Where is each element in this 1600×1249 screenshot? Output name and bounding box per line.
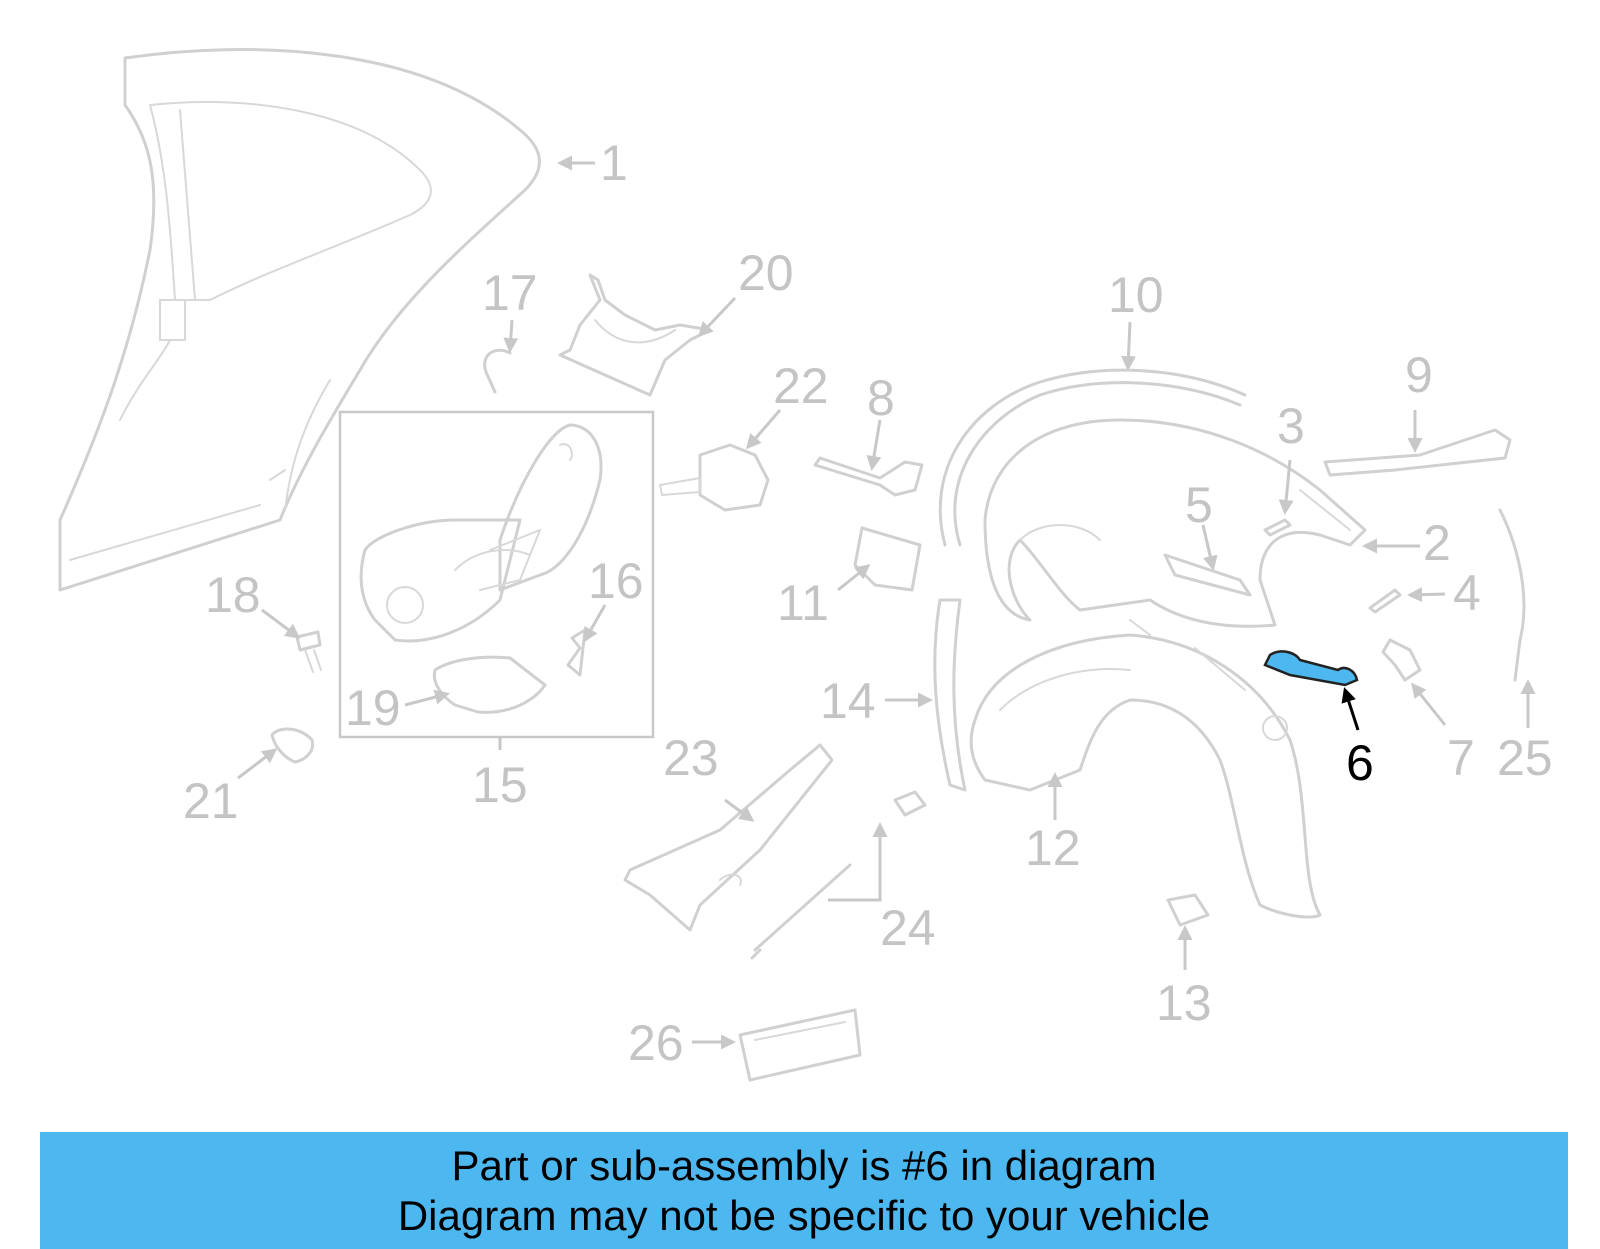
actuator-part-22: [659, 443, 770, 512]
extension-part-9: [1323, 428, 1512, 477]
callout-3: 3: [1277, 398, 1305, 454]
highlighted-part-6: [1263, 650, 1359, 687]
parts-diagram: 1 2 3 4 5 6 7 8 9 10 11 12 13 14 15 16 1…: [58, 48, 1553, 1082]
wheel-molding-part-10: [938, 368, 1247, 547]
fuel-door-part-19: [432, 655, 547, 714]
banner-line-disclaimer: Diagram may not be specific to your vehi…: [397, 1191, 1211, 1239]
callout-9: 9: [1405, 347, 1433, 403]
callout-10: 10: [1108, 267, 1164, 323]
callout-11: 11: [777, 575, 829, 631]
callout-22: 22: [773, 358, 829, 414]
callout-labels: 1 2 3 4 5 6 7 8 9 10 11 12 13 14 15 16 1…: [183, 135, 1553, 1071]
spring-part-16: [566, 628, 587, 677]
wheelhouse-liner-part-12: [969, 619, 1322, 919]
molding-part-14: [933, 598, 967, 792]
callout-7: 7: [1447, 730, 1475, 786]
clip-part-13: [1166, 893, 1210, 927]
bracket-part-5: [1163, 553, 1252, 597]
lamp-part-26: [738, 1008, 862, 1082]
callout-16: 16: [588, 553, 644, 609]
callout-12: 12: [1025, 820, 1081, 876]
clip-part-4: [1368, 588, 1402, 614]
socket-part-24: [750, 790, 927, 960]
callout-17: 17: [482, 265, 538, 321]
leader-lines: [237, 155, 1536, 1050]
callout-18: 18: [205, 567, 261, 623]
fuel-door-assembly-box: [338, 410, 655, 739]
banner-line-part-number: Part or sub-assembly is #6 in diagram: [451, 1141, 1157, 1189]
clip-part-17: [483, 348, 512, 394]
hinge-part-8: [813, 456, 924, 497]
callout-19: 19: [345, 680, 401, 736]
clip-part-21: [270, 727, 315, 764]
plug-part-3: [1263, 518, 1292, 537]
callout-4: 4: [1453, 565, 1481, 621]
callout-24: 24: [880, 900, 936, 956]
callout-20: 20: [738, 245, 794, 301]
bolt-part-18: [295, 630, 322, 673]
callout-2: 2: [1423, 515, 1451, 571]
callout-21: 21: [183, 773, 239, 829]
callout-25: 25: [1497, 730, 1553, 786]
callout-15: 15: [472, 757, 528, 813]
callout-14: 14: [820, 673, 876, 729]
push-pin-part-7: [1381, 638, 1422, 682]
callout-23: 23: [663, 730, 719, 786]
seal-part-25: [1498, 508, 1526, 682]
info-banner: Part or sub-assembly is #6 in diagram Di…: [40, 1132, 1568, 1249]
fender-part-2: [983, 418, 1367, 628]
panel-part-23: [623, 743, 834, 932]
callout-6: 6: [1346, 735, 1374, 791]
bracket-part-20: [558, 273, 712, 397]
callout-26: 26: [628, 1015, 684, 1071]
callout-13: 13: [1156, 975, 1212, 1031]
pad-part-11: [853, 526, 922, 592]
callout-8: 8: [867, 370, 895, 426]
callout-1: 1: [600, 135, 628, 191]
callout-5: 5: [1185, 477, 1213, 533]
quarter-panel-part: [58, 48, 541, 592]
